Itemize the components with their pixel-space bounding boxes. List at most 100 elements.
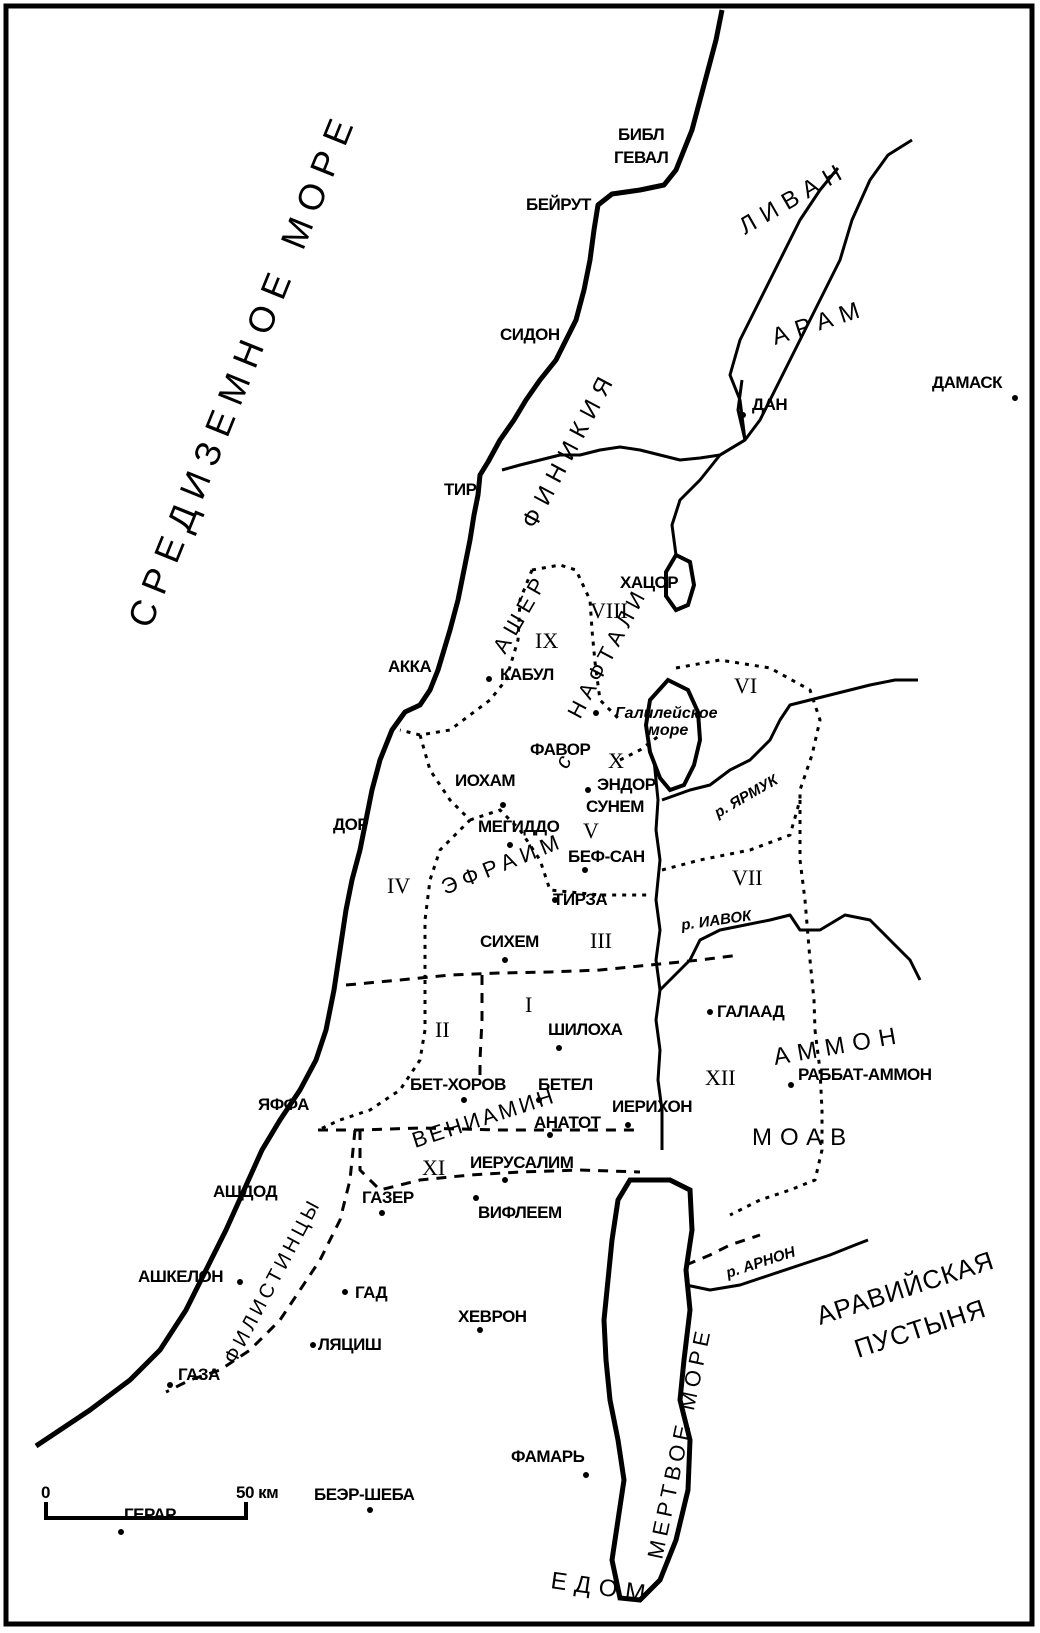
city-endor: ЭНДОР	[597, 775, 656, 794]
city-tirzah: ТИРЗА	[553, 890, 607, 909]
city-hebron: ХЕВРОН	[458, 1307, 527, 1326]
arnon-river	[685, 1238, 869, 1292]
district-vii: VII	[732, 865, 763, 890]
mediterranean-label: СРЕДИЗЕМНОЕ МОРЕ	[119, 104, 365, 633]
upper-jordan	[670, 138, 913, 556]
city-beersheba: БЕЭР-ШЕБА	[314, 1485, 415, 1504]
coastline	[34, 9, 725, 1449]
city-jerusalem: ИЕРУСАЛИМ	[470, 1153, 574, 1172]
arnon-label: р. АРНОН	[723, 1243, 798, 1282]
district-vi: VI	[734, 673, 757, 698]
district-x: X	[608, 748, 624, 773]
border-iii-ii	[345, 953, 741, 987]
dot-rabbath-ammon	[788, 1082, 794, 1088]
moab-label: МОАВ	[752, 1124, 854, 1151]
city-gerar: ГЕРАР	[124, 1505, 176, 1524]
dot-beth-horon	[461, 1097, 467, 1103]
dan-stream	[736, 379, 747, 441]
city-jericho: ИЕРИХОН	[612, 1097, 692, 1116]
dot-tirzah	[552, 897, 558, 903]
aram-river	[728, 167, 840, 441]
city-rabbath-ammon: РАББАТ-АММОН	[798, 1065, 932, 1084]
border-ii	[478, 975, 484, 1080]
ephraim-label: ЭФРАИМ	[438, 828, 568, 900]
city-hazor: ХАЦОР	[620, 573, 678, 592]
city-megiddo: МЕГИДДО	[478, 817, 560, 836]
border-xi-south	[358, 1130, 641, 1192]
galilee-label-2: море	[648, 722, 688, 739]
litani-river	[501, 438, 746, 472]
scale-zero: 0	[41, 1483, 50, 1502]
border-ix	[399, 569, 534, 737]
dot-dan	[740, 412, 746, 418]
city-sidon: СИДОН	[500, 325, 560, 344]
dot-gath	[342, 1289, 348, 1295]
dot-gezer	[379, 1210, 385, 1216]
city-bethel: БЕТЕЛ	[538, 1075, 593, 1094]
border-vii-west	[661, 799, 802, 872]
city-shunem: СУНЕМ	[586, 797, 644, 816]
dot-beth-shan	[582, 867, 588, 873]
city-gath: ГАД	[355, 1283, 387, 1302]
district-v: V	[583, 818, 599, 843]
border-asher-naftali	[531, 563, 622, 722]
border-iv	[418, 734, 473, 980]
border-xi	[318, 1126, 640, 1132]
dot-jerusalem	[502, 1177, 508, 1183]
dot-ashkelon	[237, 1279, 243, 1285]
dot-tamar	[583, 1472, 589, 1478]
philistines-label: ФИЛИСТИНЦЫ	[220, 1194, 326, 1367]
district-i: I	[525, 992, 532, 1017]
city-gezer: ГАЗЕР	[362, 1188, 414, 1207]
district-xii: XII	[705, 1065, 736, 1090]
dot-yokneam	[500, 802, 506, 808]
city-beth-shan: БЕФ-САН	[568, 847, 645, 866]
dot-endor	[585, 787, 591, 793]
border-x	[619, 733, 661, 762]
dot-tabor	[593, 710, 599, 716]
dot-megiddo	[507, 842, 513, 848]
city-yokneam: ИОХАМ	[455, 771, 515, 790]
city-tyre: ТИР	[444, 480, 477, 499]
border-vi	[675, 658, 822, 800]
city-lachish: ЛЯЦИШ	[318, 1335, 381, 1354]
city-gaza: ГАЗА	[178, 1365, 220, 1384]
district-iv: IV	[387, 873, 410, 898]
district-viii: VIII	[590, 598, 628, 623]
dot-anathoth	[547, 1132, 553, 1138]
dead-sea	[601, 1177, 695, 1603]
district-ii: II	[435, 1017, 450, 1042]
city-anathoth: АНАТОТ	[534, 1113, 602, 1132]
sea-of-galilee	[643, 677, 703, 793]
city-damascus: ДАМАСК	[932, 373, 1003, 392]
border-v	[469, 808, 650, 897]
city-beth-horon: БЕТ-ХОРОВ	[410, 1075, 506, 1094]
galilee-label-1: Галилейское	[615, 705, 718, 722]
yabbok-river	[658, 913, 922, 992]
yarmuk-river	[661, 678, 918, 802]
city-beirut: БЕЙРУТ	[526, 195, 592, 214]
dot-gaza	[167, 1382, 173, 1388]
city-dor: ДОР	[333, 815, 368, 834]
dot-damascus	[1012, 395, 1018, 401]
dot-gilead	[707, 1009, 713, 1015]
jordan-river	[650, 739, 664, 1150]
city-kabul: КАБУЛ	[500, 665, 554, 684]
dot-beersheba	[367, 1507, 373, 1513]
dot-hebron	[477, 1327, 483, 1333]
dot-gerar	[118, 1529, 124, 1535]
dot-kabul	[486, 676, 492, 682]
scale-max: 50 км	[236, 1483, 278, 1502]
city-ashkelon: АШКЕЛОН	[138, 1267, 223, 1286]
border-vii	[798, 800, 817, 1031]
dot-lachish	[310, 1342, 316, 1348]
dot-shiloh	[556, 1045, 562, 1051]
hula-lake	[664, 552, 697, 613]
city-byblos: БИБЛ	[618, 125, 664, 144]
city-geval: ГЕВАЛ	[614, 148, 668, 167]
lebanon-label: ЛИВАН	[735, 156, 854, 240]
city-tamar: ФАМАРЬ	[511, 1447, 585, 1466]
map-frame	[3, 3, 1035, 1627]
dot-shechem	[502, 957, 508, 963]
